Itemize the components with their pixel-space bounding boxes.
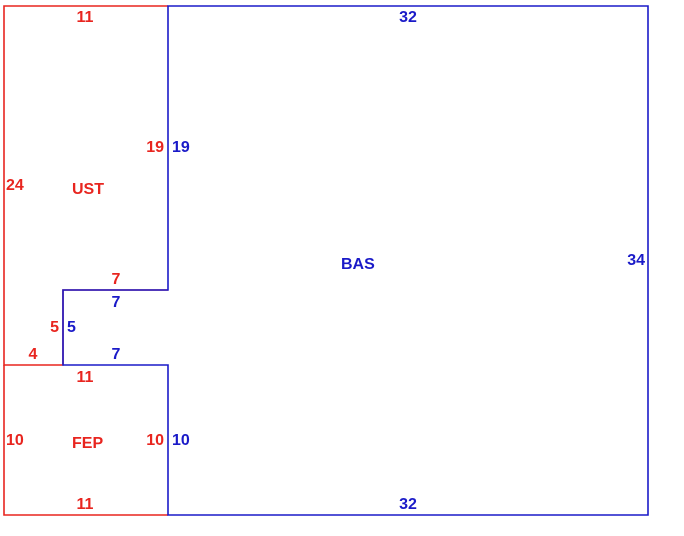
dim-bas-notch-bottom: 7	[112, 346, 121, 363]
dim-ust-top: 11	[77, 9, 94, 26]
bas-outline	[62, 5, 649, 516]
dim-bas-right: 34	[627, 252, 645, 269]
dim-bas-top: 32	[399, 9, 417, 26]
dim-bas-left-lower: 10	[172, 432, 190, 449]
area-label-bas: BAS	[341, 256, 375, 273]
dim-bas-notch-side: 5	[67, 319, 76, 336]
dim-ust-right: 19	[146, 139, 164, 156]
dim-bas-left-upper: 19	[172, 139, 190, 156]
dim-ust-notch-top: 7	[112, 271, 121, 288]
dim-fep-top: 11	[77, 369, 94, 386]
dim-bas-notch-top: 7	[112, 294, 121, 311]
dim-bas-bottom: 32	[399, 496, 417, 513]
dim-fep-right: 10	[146, 432, 164, 449]
dim-ust-notch-bottom: 4	[29, 346, 38, 363]
fep-outline	[3, 365, 168, 516]
dim-ust-notch-side: 5	[50, 319, 59, 336]
dim-fep-bottom: 11	[77, 496, 94, 513]
area-label-fep: FEP	[72, 435, 103, 452]
area-label-ust: UST	[72, 181, 104, 198]
dim-ust-left: 24	[6, 177, 24, 194]
dim-fep-left: 10	[6, 432, 24, 449]
